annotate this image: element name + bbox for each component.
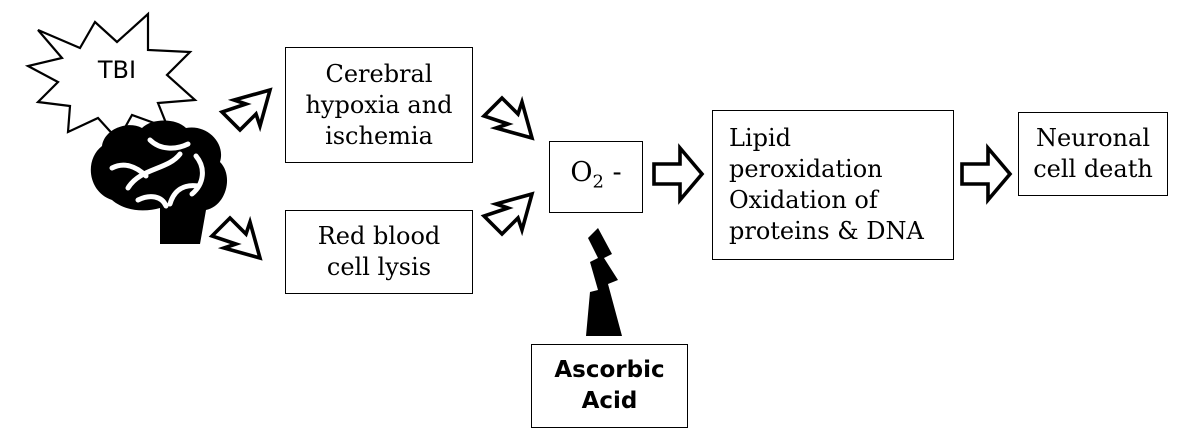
brain-icon: [90, 120, 228, 244]
node-ascorbic-acid-label: Ascorbic Acid: [554, 357, 665, 414]
hollow-arrow-icon: [480, 95, 535, 141]
hollow-arrow-icon: [960, 143, 1013, 205]
node-hypoxia: Cerebral hypoxia and ischemia: [285, 47, 473, 163]
node-ascorbic-acid: Ascorbic Acid: [531, 344, 688, 428]
superoxide-label: O2 -: [570, 156, 622, 193]
hollow-arrow-icon: [208, 215, 263, 261]
node-neuronal-death: Neuronal cell death: [1018, 112, 1168, 196]
node-superoxide: O2 -: [549, 141, 643, 213]
hollow-arrow-icon: [480, 191, 535, 237]
node-neuronal-death-label: Neuronal cell death: [1033, 124, 1153, 183]
lightning-bolt-icon: [586, 228, 622, 336]
hollow-arrow-icon: [218, 87, 273, 133]
hollow-arrow-icon: [652, 143, 705, 205]
node-hypoxia-label: Cerebral hypoxia and ischemia: [305, 59, 453, 150]
node-oxidative-damage: Lipid peroxidation Oxidation of proteins…: [712, 110, 954, 260]
node-lysis-label: Red blood cell lysis: [317, 222, 441, 281]
node-oxidative-damage-label: Lipid peroxidation Oxidation of proteins…: [729, 124, 924, 245]
node-lysis: Red blood cell lysis: [285, 210, 473, 294]
tbi-label: TBI: [97, 56, 137, 84]
